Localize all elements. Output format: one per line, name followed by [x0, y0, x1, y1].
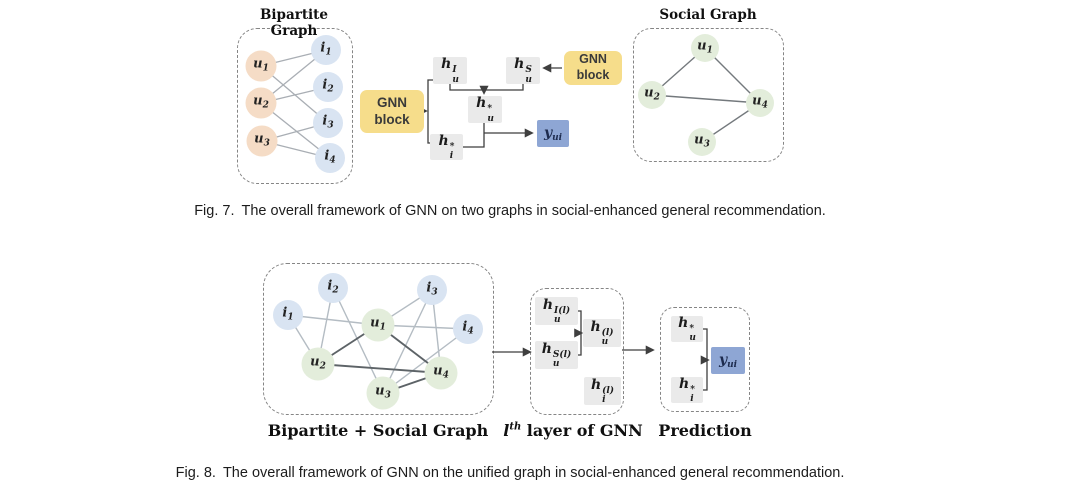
node-i2: [313, 72, 343, 102]
node-u3: [688, 128, 716, 156]
node-u3: [246, 125, 278, 157]
gnn-block-line2: block: [576, 68, 610, 82]
prediction-label: Prediction: [658, 421, 752, 440]
node-u2: [245, 87, 277, 119]
fig8-caption: Fig. 8. The overall framework of GNN on t…: [0, 465, 1020, 481]
node-label-i4: i4: [324, 148, 336, 166]
merge-bracket: [703, 328, 708, 391]
fig7-caption-text: The overall framework of GNN on two grap…: [241, 203, 826, 219]
yui-prediction-box: yui: [711, 347, 745, 374]
graph-edge: [382, 289, 433, 394]
fig7-wires: [418, 63, 562, 148]
node-u1: [691, 34, 719, 62]
fig7-caption-label: Fig. 7.: [194, 203, 235, 219]
bipartite-graph-box: [237, 28, 353, 184]
fig8-unified-nodes: [273, 273, 483, 410]
node-label-i1: i1: [320, 40, 332, 58]
gnn-block-line2: block: [374, 111, 410, 127]
merge-bracket: [449, 84, 524, 91]
node-label-u3: u3: [254, 131, 270, 149]
node-label-u2: u2: [253, 93, 269, 111]
fig7-social-edges: [651, 47, 761, 143]
node-label-i2: i2: [327, 278, 339, 296]
node-u1: [361, 308, 395, 342]
unified-graph-label: Bipartite + Social Graph: [267, 421, 489, 440]
node-i1: [311, 35, 341, 65]
hu-star-box: h*u: [468, 95, 502, 123]
hi-l-box: h(l)i: [584, 377, 621, 405]
unified-graph-box: [263, 263, 494, 415]
node-u4: [424, 356, 458, 390]
social-graph-title: Social Graph: [659, 7, 757, 23]
hi-star-box: h*i: [430, 133, 463, 161]
prediction-box: [660, 307, 750, 412]
node-label-u1: u1: [253, 56, 269, 74]
graph-edge: [651, 94, 761, 104]
node-i3: [417, 275, 447, 305]
node-label-u4: u4: [752, 93, 768, 111]
fig8-caption-label: Fig. 8.: [175, 465, 216, 481]
social-graph-box: [633, 28, 784, 162]
merge-wire: [463, 123, 485, 148]
node-label-i3: i3: [426, 280, 438, 298]
node-label-u1: u1: [370, 315, 386, 333]
fig8-caption-text: The overall framework of GNN on the unif…: [222, 465, 845, 481]
node-u2: [301, 347, 335, 381]
fig7-caption: Fig. 7. The overall framework of GNN on t…: [0, 203, 1020, 219]
gnn-layer-label: lth layer of GNN: [503, 421, 643, 440]
node-u1: [245, 50, 277, 82]
node-label-i2: i2: [322, 77, 334, 95]
gnn-block-line1: GNN: [579, 52, 607, 67]
node-i3: [313, 108, 343, 138]
node-label-u2: u2: [644, 85, 660, 103]
gnn-block-line1: GNN: [377, 94, 407, 110]
bipartite-graph-title: Bipartite Graph: [259, 7, 329, 39]
merge-bracket: [578, 310, 582, 356]
hi-star-box: h*i: [671, 376, 703, 404]
node-label-i3: i3: [322, 113, 334, 131]
node-label-u1: u1: [697, 38, 713, 56]
node-label-u3: u3: [694, 132, 710, 150]
node-i1: [273, 300, 303, 330]
split-bracket: [427, 79, 433, 144]
graph-edge: [332, 287, 384, 394]
node-label-i1: i1: [282, 305, 294, 323]
hu-star-box: h*u: [671, 315, 703, 343]
node-u4: [746, 89, 774, 117]
node-label-u3: u3: [375, 383, 391, 401]
gnn-block-bipartite: GNN block: [360, 90, 424, 133]
node-label-u2: u2: [310, 354, 326, 372]
fig8-wires: [492, 310, 710, 391]
fig7-bipartite-nodes: [245, 35, 345, 173]
fig7-social-nodes: [638, 34, 774, 156]
node-label-i4: i4: [462, 319, 474, 337]
hu-l-box: h(l)u: [583, 319, 621, 347]
node-i4: [453, 314, 483, 344]
node-u3: [366, 376, 400, 410]
node-i2: [318, 273, 348, 303]
graph-edge: [317, 363, 442, 374]
node-i4: [315, 143, 345, 173]
yui-prediction-box: yui: [537, 120, 569, 147]
node-u2: [638, 81, 666, 109]
gnn-block-social: GNN block: [564, 51, 622, 85]
node-label-u4: u4: [433, 363, 449, 381]
